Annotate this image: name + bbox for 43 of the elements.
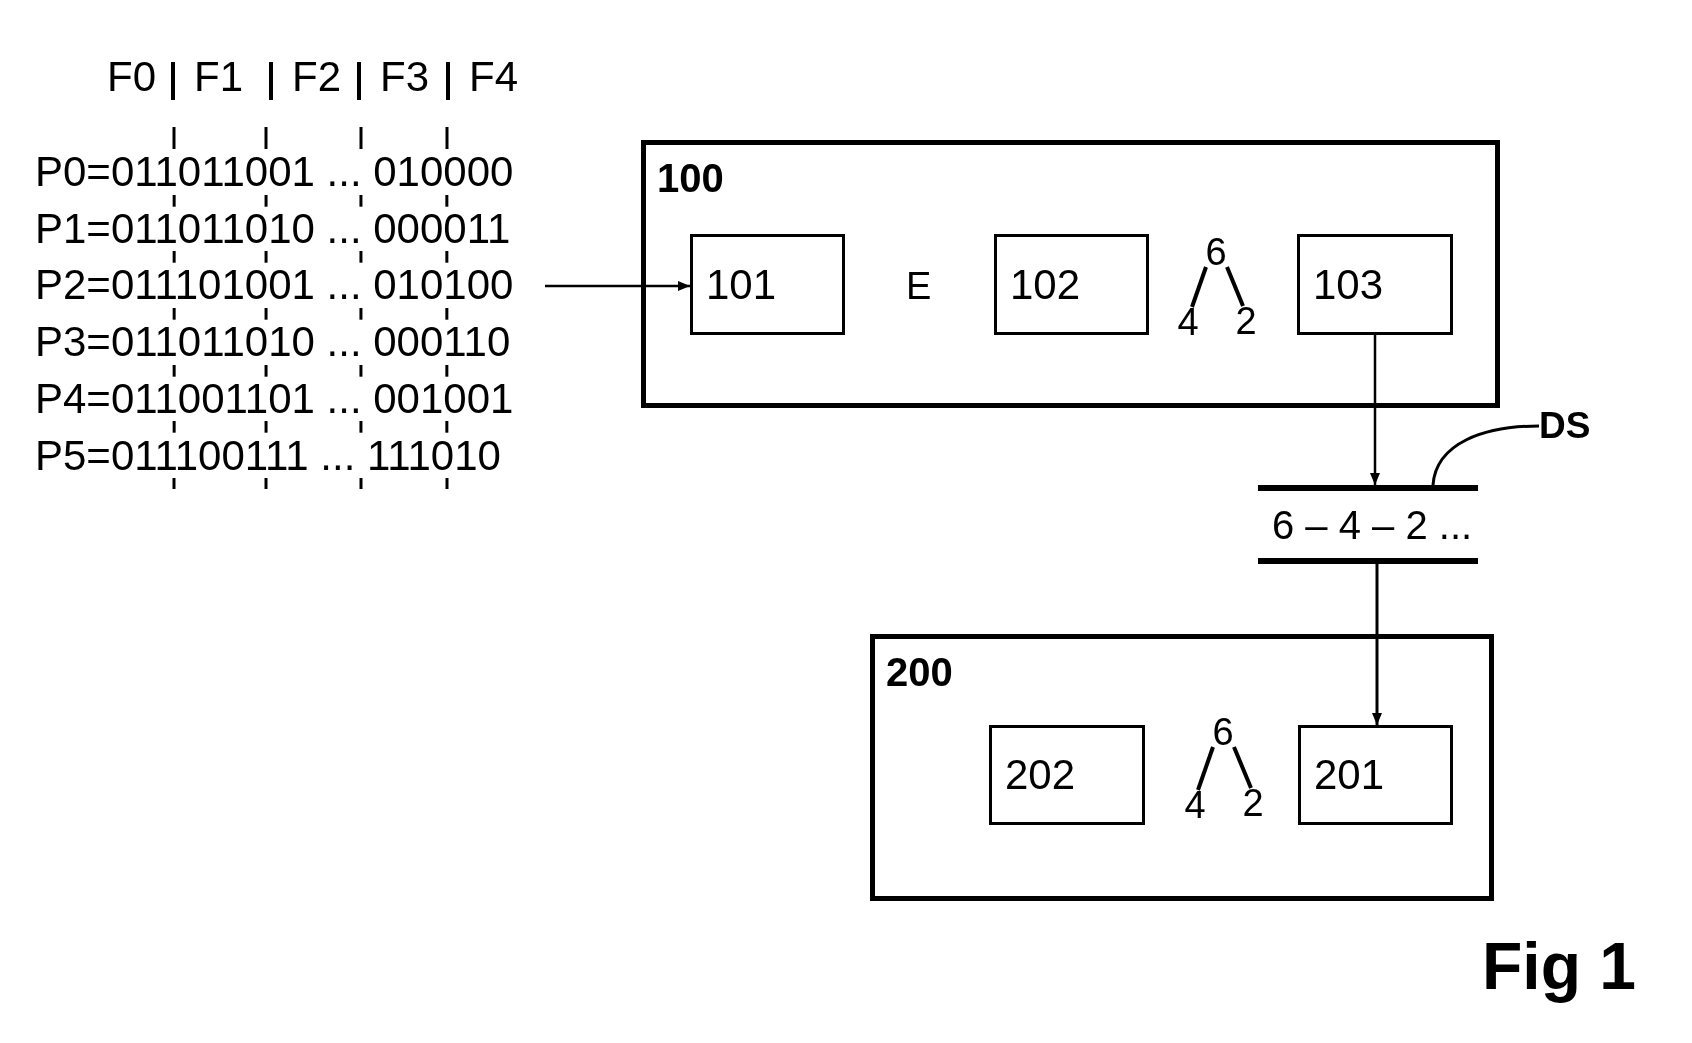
callout-label: DS xyxy=(1539,407,1593,444)
reference-number: 100 xyxy=(657,158,724,198)
system-frame xyxy=(870,634,1494,901)
field-header: F4 xyxy=(469,56,518,98)
component-box xyxy=(1298,725,1453,825)
tree-branch-line xyxy=(1225,266,1245,307)
bit-string: P2=011101001 ... 010100 xyxy=(35,264,514,307)
reference-number: 102 xyxy=(1010,263,1081,306)
sequence-text: 6 – 4 – 2 ... xyxy=(1272,504,1473,545)
reference-number: 103 xyxy=(1313,263,1384,306)
component-box xyxy=(1297,234,1453,335)
tree-branch-line xyxy=(1190,266,1208,308)
tree-number: 2 xyxy=(1241,788,1265,818)
tree-branch-line xyxy=(1196,746,1215,791)
component-box xyxy=(994,234,1149,335)
bit-string: P5=011100111 ... 111010 xyxy=(35,434,501,477)
field-header: F0 xyxy=(107,56,156,98)
bit-string: P1=011011010 ... 000011 xyxy=(35,207,511,250)
bit-string: P4=011001101 ... 001001 xyxy=(35,377,514,420)
arrow xyxy=(1372,564,1382,725)
component-box xyxy=(690,234,845,335)
leader-line xyxy=(1431,424,1540,486)
reference-number: 200 xyxy=(886,652,953,692)
field-header: F2 xyxy=(292,56,341,98)
reference-number: 101 xyxy=(706,263,777,306)
data-store xyxy=(1258,485,1478,564)
system-frame xyxy=(641,140,1500,408)
arrow xyxy=(1370,335,1380,485)
tree-number: 2 xyxy=(1234,306,1258,336)
symbol-letter: E xyxy=(906,267,932,305)
bit-string: P0=011011001 ... 010000 xyxy=(35,151,514,193)
tree-number: 4 xyxy=(1176,307,1200,337)
tree-branch-line xyxy=(1232,746,1253,789)
field-header: F1 xyxy=(194,56,243,98)
field-header: F3 xyxy=(380,56,429,98)
arrow xyxy=(545,281,690,291)
component-box xyxy=(989,725,1145,825)
tree-number: 4 xyxy=(1183,790,1207,820)
bit-string: P3=011011010 ... 000110 xyxy=(35,321,511,364)
reference-number: 202 xyxy=(1005,754,1076,796)
tree-number: 6 xyxy=(1204,237,1228,267)
reference-number: 201 xyxy=(1314,754,1385,796)
tree-number: 6 xyxy=(1211,717,1235,747)
